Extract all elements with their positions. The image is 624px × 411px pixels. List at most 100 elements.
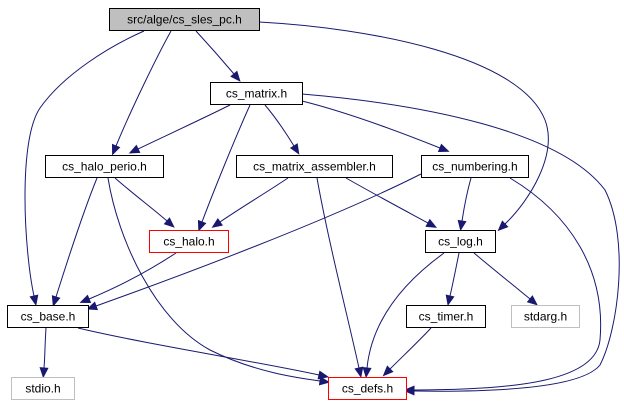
edge-line [24,30,145,297]
edge-cs_matrix_assembler_h-to-cs_halo_h [211,177,289,228]
edge-arrowhead [318,376,331,386]
edge-line [107,177,321,382]
edge-line [389,327,432,370]
edge-line [95,173,422,307]
edge-line [115,30,172,147]
edge-cs_sles_pc_h-to-cs_matrix_h [195,30,241,82]
node-box [210,82,303,105]
edge-arrowhead [51,295,61,307]
edge-line [449,252,460,297]
edge-cs_log_h-to-cs_defs_h [362,252,445,379]
node-stdio-h: stdio.h [11,377,75,400]
edge-arrowhead [317,370,330,380]
node-cs-halo-perio-h[interactable]: cs_halo_perio.h [45,155,164,178]
node-box [7,305,89,328]
edge-arrowhead [197,219,207,232]
node-label: cs_matrix.h [226,87,287,101]
edges-layer [24,21,620,396]
node-box [45,155,164,178]
edge-cs_halo_perio_h-to-cs_defs_h [107,177,331,386]
edge-line [301,100,441,149]
node-cs-defs-h[interactable]: cs_defs.h [328,377,407,400]
node-stdarg-h: stdarg.h [511,305,580,328]
node-cs-timer-h[interactable]: cs_timer.h [406,305,486,328]
edge-arrowhead [29,294,39,307]
edge-arrowhead [230,70,241,82]
edge-cs_matrix_h-to-cs_matrix_assembler_h [264,104,300,155]
edge-cs_sles_pc_h-to-cs_base_h [24,30,145,307]
node-label: cs_log.h [438,235,483,249]
edge-line [137,104,231,150]
edge-arrowhead [163,217,175,228]
edge-cs_matrix_assembler_h-to-cs_defs_h [316,177,364,379]
node-cs-matrix-h[interactable]: cs_matrix.h [210,82,303,105]
node-label: cs_matrix_assembler.h [253,160,376,174]
edge-cs_numbering_h-to-cs_base_h [86,173,422,311]
edge-arrowhead [457,219,467,232]
node-box [236,155,393,178]
edge-arrowhead [128,144,141,154]
node-cs-matrix-assembler-h[interactable]: cs_matrix_assembler.h [236,155,393,178]
edge-arrowhead [382,365,394,377]
edge-line [345,177,429,224]
edge-arrowhead [86,301,99,311]
node-cs-log-h[interactable]: cs_log.h [425,230,496,253]
node-label: cs_timer.h [419,310,474,324]
edge-line [366,252,445,369]
edge-arrowhead [111,143,121,156]
edge-arrowhead [437,143,450,153]
node-box [109,8,260,31]
edge-cs_matrix_assembler_h-to-cs_log_h [345,177,438,228]
edge-cs_numbering_h-to-cs_log_h [457,177,472,232]
edge-line [195,30,235,75]
edge-cs_halo_perio_h-to-cs_halo_h [114,177,175,228]
edge-cs_matrix_h-to-cs_halo_h [197,104,251,232]
edge-line [201,104,251,223]
edge-cs_matrix_h-to-cs_halo_perio_h [128,104,231,154]
node-box [328,377,407,400]
edge-cs_timer_h-to-cs_defs_h [382,327,432,377]
edge-arrowhead [362,367,372,379]
nodes-layer: src/alge/cs_sles_pc.h cs_matrix.h cs_halo_… [7,8,580,400]
node-label: cs_numbering.h [432,160,517,174]
edge-cs_base_h-to-stdio_h [39,327,49,379]
node-cs-numbering-h[interactable]: cs_numbering.h [421,155,529,178]
edge-arrowhead [354,366,364,379]
edge-cs_numbering_h-to-cs_defs_h [403,177,602,395]
edge-line [77,327,320,376]
node-label: cs_base.h [21,310,76,324]
edge-arrowhead [425,218,438,228]
node-cs-sles-pc-h[interactable]: src/alge/cs_sles_pc.h [109,8,260,31]
edge-cs_log_h-to-cs_timer_h [445,252,460,307]
edge-line [316,177,360,369]
node-box [511,305,580,328]
edge-arrowhead [289,143,300,155]
edge-line [88,252,177,300]
node-box [406,305,486,328]
node-box [421,155,529,178]
edge-line [55,177,98,298]
node-label: cs_defs.h [342,382,393,396]
edge-arrowhead [403,385,415,395]
edge-arrowhead [211,217,223,228]
edge-arrowhead [39,367,49,379]
node-box [425,230,496,253]
edge-arrowhead [445,294,455,307]
edge-line [114,177,168,222]
node-label: cs_halo_perio.h [62,160,147,174]
edge-line [461,177,472,222]
edge-arrowhead [79,294,92,304]
edge-line [219,177,289,223]
edge-cs_base_h-to-cs_defs_h [77,327,330,380]
edge-line [473,252,531,300]
node-cs-halo-h[interactable]: cs_halo.h [149,230,229,253]
edge-line [413,177,602,391]
edge-cs_halo_h-to-cs_base_h [79,252,177,304]
edge-line [258,21,549,225]
node-label: stdio.h [25,382,60,396]
edge-cs_matrix_h-to-cs_numbering_h [301,100,450,153]
node-box [149,230,229,253]
edge-arrowhead [526,295,538,306]
node-cs-base-h[interactable]: cs_base.h [7,305,89,328]
